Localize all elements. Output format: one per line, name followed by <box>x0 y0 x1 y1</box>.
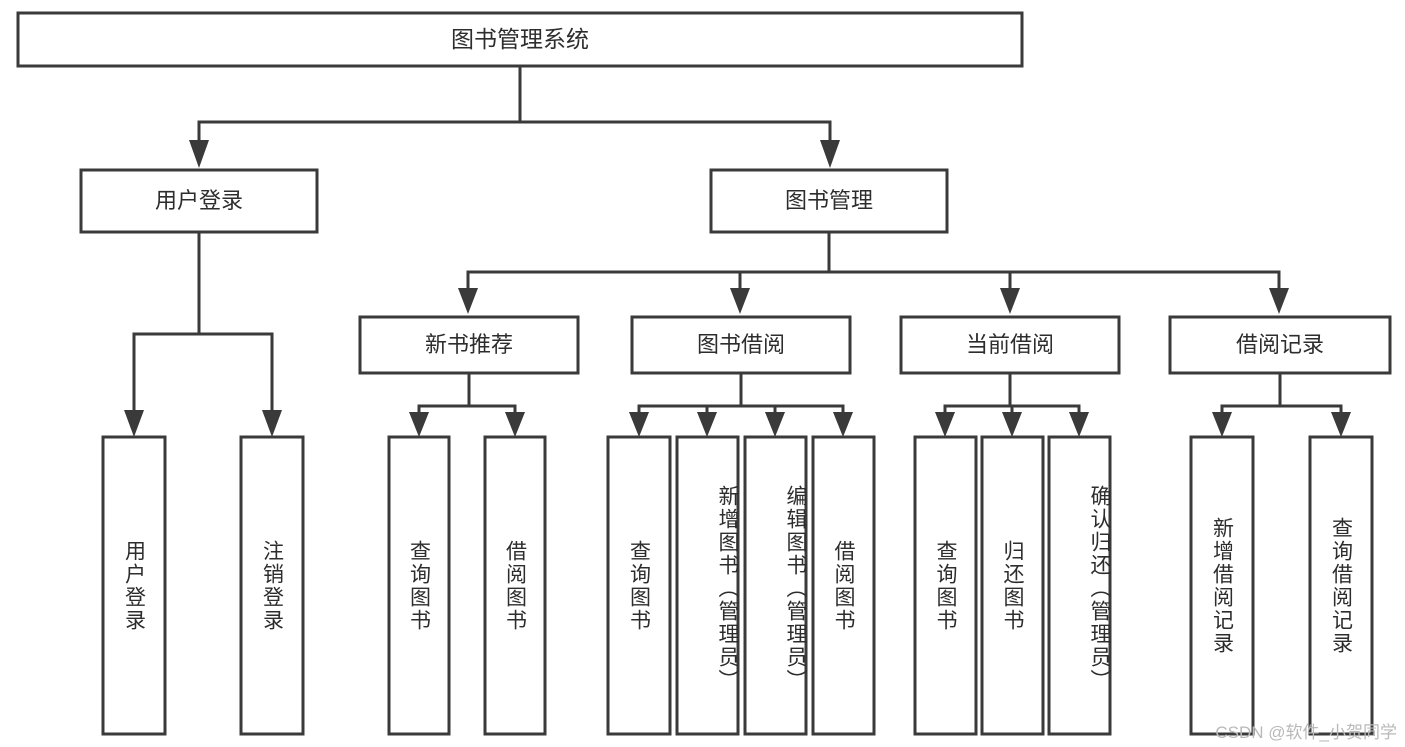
user-login-box[interactable] <box>79 168 319 234</box>
leaf-box-borrow-record-1[interactable] <box>1308 435 1374 736</box>
leaf-box-book-borrow-2[interactable] <box>743 435 808 736</box>
leaf-box-new-book-recommend-0[interactable] <box>387 435 451 736</box>
arrow-head-icon <box>697 412 717 437</box>
arrow-head-icon <box>409 412 429 437</box>
connector-user-login-to-leaves <box>124 230 282 437</box>
current-borrow-box[interactable] <box>899 315 1121 375</box>
new-book-recommend-label: 新书推荐 <box>425 332 513 357</box>
node-borrow-record[interactable]: 借阅记录 <box>1168 315 1392 375</box>
arrow-head-icon <box>458 288 478 314</box>
arrow-head-icon <box>1331 412 1351 437</box>
root-label: 图书管理系统 <box>451 26 589 52</box>
arrow-head-icon <box>935 412 955 437</box>
book-management-label: 图书管理 <box>785 188 873 213</box>
leaf-box-new-book-recommend-1[interactable] <box>483 435 547 736</box>
arrow-head-icon <box>1212 412 1232 437</box>
node-book-borrow[interactable]: 图书借阅 <box>630 315 852 375</box>
connector-book-borrow-to-leaves <box>629 371 853 437</box>
book-borrow-label: 图书借阅 <box>697 332 785 357</box>
node-root[interactable]: 图书管理系统 <box>16 11 1024 68</box>
leaf-box-current-borrow-1[interactable] <box>980 435 1045 736</box>
arrow-head-icon <box>1000 288 1020 314</box>
borrow-record-label: 借阅记录 <box>1236 332 1324 357</box>
leaf-box-book-borrow-1[interactable] <box>675 435 740 736</box>
arrow-head-icon <box>820 140 840 168</box>
node-user-login[interactable]: 用户登录 <box>79 168 319 234</box>
connector-current-borrow-to-leaves <box>935 371 1089 437</box>
connector-root-to-level1 <box>189 64 840 168</box>
node-current-borrow[interactable]: 当前借阅 <box>899 315 1121 375</box>
arrow-head-icon <box>1069 412 1089 437</box>
node-new-book-recommend[interactable]: 新书推荐 <box>358 315 580 375</box>
root-box[interactable] <box>16 11 1024 68</box>
connector-borrow-record-to-leaves <box>1212 371 1351 437</box>
user-login-label: 用户登录 <box>155 188 243 213</box>
arrow-head-icon <box>730 288 750 314</box>
new-book-recommend-box[interactable] <box>358 315 580 375</box>
leaf-box-book-borrow-3[interactable] <box>811 435 876 736</box>
connector-new-book-recommend-to-leaves <box>409 371 525 437</box>
arrow-head-icon <box>1002 412 1022 437</box>
arrow-head-icon <box>262 410 282 437</box>
arrow-head-icon <box>505 412 525 437</box>
connector-book-management-to-level2 <box>458 230 1289 314</box>
arrow-head-icon <box>833 412 853 437</box>
arrow-head-icon <box>1269 288 1289 314</box>
leaf-box-borrow-record-0[interactable] <box>1189 435 1255 736</box>
arrow-head-icon <box>124 410 144 437</box>
arrow-head-icon <box>629 412 649 437</box>
leaf-box-user-login-1[interactable] <box>239 435 305 736</box>
leaf-box-user-login-0[interactable] <box>101 435 167 736</box>
arrow-head-icon <box>765 412 785 437</box>
leaf-box-current-borrow-0[interactable] <box>913 435 978 736</box>
leaf-box-current-borrow-2[interactable] <box>1047 435 1112 736</box>
node-book-management[interactable]: 图书管理 <box>709 168 949 234</box>
current-borrow-label: 当前借阅 <box>966 332 1054 357</box>
leaf-box-book-borrow-0[interactable] <box>606 435 672 736</box>
arrow-head-icon <box>189 140 209 168</box>
